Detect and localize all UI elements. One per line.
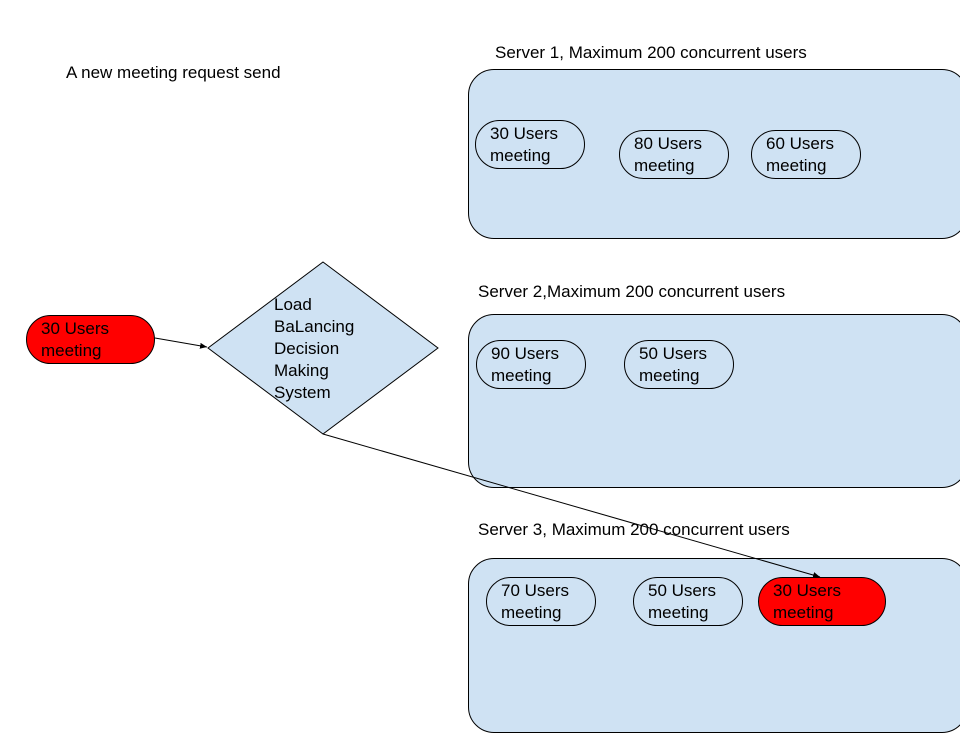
server-1-meeting-3: 60 Users meeting	[751, 130, 861, 179]
new-meeting-request: 30 Users meeting	[26, 315, 155, 364]
meeting-count: 70 Users	[501, 581, 570, 600]
server-3-meeting-2: 50 Users meeting	[633, 577, 743, 626]
decision-line: Load	[274, 295, 312, 314]
server-3-meeting-3-new: 30 Users meeting	[758, 577, 886, 626]
decision-line: Decision	[274, 339, 340, 358]
decision-line: BaLancing	[274, 317, 355, 336]
decision-system-label: Load BaLancing Decision Making System	[274, 294, 354, 404]
request-label: A new meeting request send	[66, 63, 281, 82]
meeting-count: 30 Users	[773, 581, 842, 600]
decision-line: System	[274, 383, 331, 402]
meeting-count: 80 Users	[634, 134, 703, 153]
meeting-label: meeting	[639, 366, 700, 385]
arrow-request-to-decision	[154, 337, 208, 349]
meeting-count: 30 Users	[41, 319, 110, 338]
server-3-meeting-1: 70 Users meeting	[486, 577, 596, 626]
meeting-count: 50 Users	[639, 344, 708, 363]
decision-line: Making	[274, 361, 329, 380]
server-2-meeting-1: 90 Users meeting	[476, 340, 586, 389]
meeting-label: meeting	[648, 603, 709, 622]
meeting-label: meeting	[490, 146, 551, 165]
meeting-count: 50 Users	[648, 581, 717, 600]
server-1-meeting-2: 80 Users meeting	[619, 130, 729, 179]
meeting-label: meeting	[766, 156, 827, 175]
meeting-label: meeting	[773, 603, 834, 622]
server-1-title: Server 1, Maximum 200 concurrent users	[495, 43, 807, 62]
server-2-meeting-2: 50 Users meeting	[624, 340, 734, 389]
meeting-label: meeting	[501, 603, 562, 622]
meeting-label: meeting	[41, 341, 102, 360]
server-3-title: Server 3, Maximum 200 concurrent users	[478, 520, 790, 539]
meeting-label: meeting	[634, 156, 695, 175]
server-1-meeting-1: 30 Users meeting	[475, 120, 585, 169]
meeting-label: meeting	[491, 366, 552, 385]
server-2-title: Server 2,Maximum 200 concurrent users	[478, 282, 786, 301]
meeting-count: 90 Users	[491, 344, 560, 363]
meeting-count: 60 Users	[766, 134, 835, 153]
meeting-count: 30 Users	[490, 124, 559, 143]
